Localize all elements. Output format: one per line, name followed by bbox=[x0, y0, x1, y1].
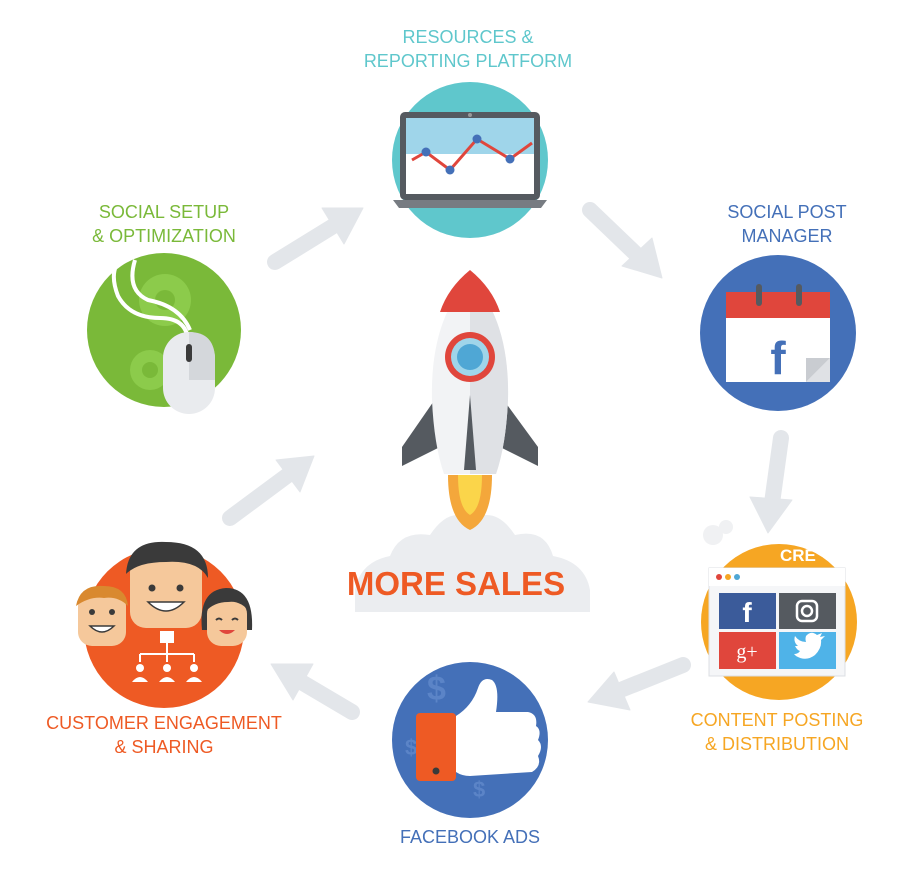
resources-label-line2: REPORTING PLATFORM bbox=[364, 51, 572, 71]
googleplus-tile bbox=[719, 632, 776, 669]
customer-label-line2: & SHARING bbox=[114, 737, 213, 757]
dollar-icon: $ bbox=[473, 777, 485, 802]
center-title: MORE SALES bbox=[347, 565, 565, 602]
facebook-tile-glyph: f bbox=[742, 597, 752, 628]
arrow-resources-to-post bbox=[582, 202, 663, 279]
social-post-label-line2: MANAGER bbox=[741, 226, 832, 246]
arrow-post-to-content bbox=[749, 430, 793, 534]
node-customer-engagement bbox=[76, 541, 253, 708]
mouse-icon bbox=[111, 256, 215, 414]
rocket-nose bbox=[440, 270, 500, 312]
twitter-bird-icon bbox=[794, 632, 825, 659]
org-chart-icon bbox=[132, 631, 202, 682]
content-posting-label-line2: & DISTRIBUTION bbox=[705, 734, 849, 754]
resources-label-line1: RESOURCES & bbox=[402, 27, 533, 47]
node-social-post-manager: f bbox=[700, 255, 856, 411]
thumbs-up-icon bbox=[416, 679, 541, 781]
calendar-facebook-glyph: f bbox=[770, 332, 786, 384]
rocket-fin-right bbox=[500, 395, 538, 466]
person-face-left-icon bbox=[76, 585, 128, 646]
customer-label-line1: CUSTOMER ENGAGEMENT bbox=[46, 713, 282, 733]
rocket-fin-left bbox=[402, 395, 440, 466]
social-setup-label-line1: SOCIAL SETUP bbox=[99, 202, 229, 222]
content-badge-text: CRE bbox=[780, 546, 816, 565]
node-facebook-ads: $ $ $ $ $ bbox=[392, 662, 548, 818]
node-social-setup bbox=[87, 253, 241, 414]
facebook-tile bbox=[719, 593, 776, 629]
person-face-right-icon bbox=[201, 588, 253, 646]
arrow-customer-to-setup bbox=[222, 455, 315, 526]
laptop-chart-icon bbox=[393, 112, 547, 208]
node-resources-reporting bbox=[392, 82, 548, 238]
cycle-arrows bbox=[222, 202, 793, 720]
dollar-icon: $ bbox=[427, 670, 446, 708]
arrow-ads-to-customer bbox=[270, 663, 360, 720]
instagram-glyph bbox=[795, 599, 819, 623]
person-face-center-icon bbox=[126, 541, 208, 628]
social-post-label-line1: SOCIAL POST bbox=[727, 202, 846, 222]
googleplus-tile-glyph: g+ bbox=[736, 641, 757, 663]
arrow-setup-to-resources bbox=[267, 207, 364, 270]
rocket-graphic bbox=[355, 270, 590, 612]
node-content-posting: CRE f g+ bbox=[701, 520, 857, 700]
instagram-tile bbox=[779, 593, 836, 629]
smoke-cloud bbox=[355, 515, 590, 612]
calendar-facebook-icon: f bbox=[726, 284, 830, 384]
rocket-center-fin bbox=[464, 395, 476, 470]
content-posting-label-line1: CONTENT POSTING bbox=[691, 710, 864, 730]
dollar-icon: $ bbox=[405, 735, 417, 760]
facebook-ads-label: FACEBOOK ADS bbox=[400, 827, 540, 847]
social-grid-window-icon: f g+ bbox=[708, 567, 846, 677]
social-setup-label-line2: & OPTIMIZATION bbox=[92, 226, 236, 246]
arrow-content-to-ads bbox=[587, 657, 691, 711]
